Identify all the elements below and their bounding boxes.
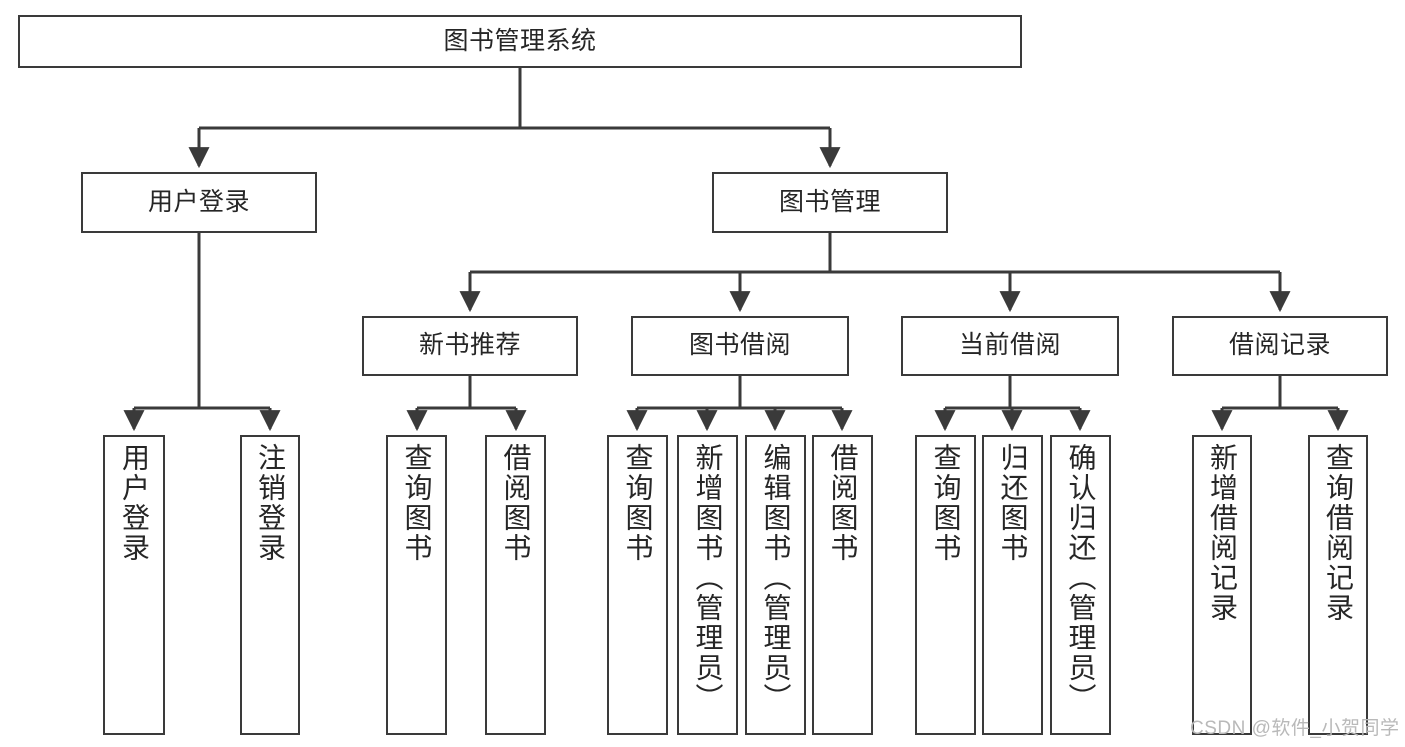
node-leaf-add-borrow-record-label: 新增借阅记录: [1207, 443, 1238, 623]
node-leaf-edit-book-admin-label: 编辑图书（管理员）: [760, 443, 792, 713]
node-leaf-query-borrow-record-label: 查询借阅记录: [1323, 443, 1354, 623]
node-leaf-confirm-return-admin-label: 确认归还（管理员）: [1065, 443, 1097, 713]
node-current-borrow-label: 当前借阅: [958, 331, 1061, 360]
node-leaf-logout-label: 注销登录: [255, 443, 286, 563]
node-new-book-recommend-label: 新书推荐: [418, 331, 521, 360]
node-leaf-borrow-book-newbook[interactable]: 借阅图书: [485, 435, 546, 735]
node-leaf-query-book-current-label: 查询图书: [930, 443, 962, 563]
node-leaf-add-borrow-record[interactable]: 新增借阅记录: [1192, 435, 1252, 735]
node-book-borrow-label: 图书借阅: [688, 331, 791, 360]
node-leaf-query-book-newbook[interactable]: 查询图书: [386, 435, 447, 735]
node-user-login-label: 用户登录: [147, 187, 250, 216]
node-current-borrow[interactable]: 当前借阅: [901, 316, 1119, 376]
node-leaf-query-book-newbook-label: 查询图书: [401, 443, 433, 563]
node-leaf-confirm-return-admin[interactable]: 确认归还（管理员）: [1050, 435, 1111, 735]
node-book-management[interactable]: 图书管理: [712, 172, 948, 233]
node-leaf-query-book-borrow-label: 查询图书: [622, 443, 654, 563]
node-root-label: 图书管理系统: [443, 26, 597, 55]
node-leaf-logout[interactable]: 注销登录: [240, 435, 300, 735]
node-leaf-query-book-borrow[interactable]: 查询图书: [607, 435, 668, 735]
node-leaf-return-book-label: 归还图书: [997, 443, 1029, 563]
node-root[interactable]: 图书管理系统: [18, 15, 1022, 68]
node-leaf-query-book-current[interactable]: 查询图书: [915, 435, 976, 735]
node-leaf-return-book[interactable]: 归还图书: [982, 435, 1043, 735]
node-borrow-record-label: 借阅记录: [1228, 331, 1331, 360]
csdn-watermark: CSDN @软件_小贺同学: [1190, 718, 1400, 739]
node-leaf-user-login[interactable]: 用户登录: [103, 435, 165, 735]
node-leaf-user-login-label: 用户登录: [119, 443, 150, 563]
node-leaf-edit-book-admin[interactable]: 编辑图书（管理员）: [745, 435, 806, 735]
node-leaf-add-book-admin-label: 新增图书（管理员）: [692, 443, 724, 713]
node-user-login[interactable]: 用户登录: [81, 172, 317, 233]
node-book-borrow[interactable]: 图书借阅: [631, 316, 849, 376]
node-book-management-label: 图书管理: [778, 187, 881, 216]
node-leaf-query-borrow-record[interactable]: 查询借阅记录: [1308, 435, 1368, 735]
node-new-book-recommend[interactable]: 新书推荐: [362, 316, 578, 376]
node-leaf-add-book-admin[interactable]: 新增图书（管理员）: [677, 435, 738, 735]
node-leaf-borrow-book[interactable]: 借阅图书: [812, 435, 873, 735]
node-borrow-record[interactable]: 借阅记录: [1172, 316, 1388, 376]
node-leaf-borrow-book-label: 借阅图书: [827, 443, 859, 563]
node-leaf-borrow-book-newbook-label: 借阅图书: [500, 443, 532, 563]
